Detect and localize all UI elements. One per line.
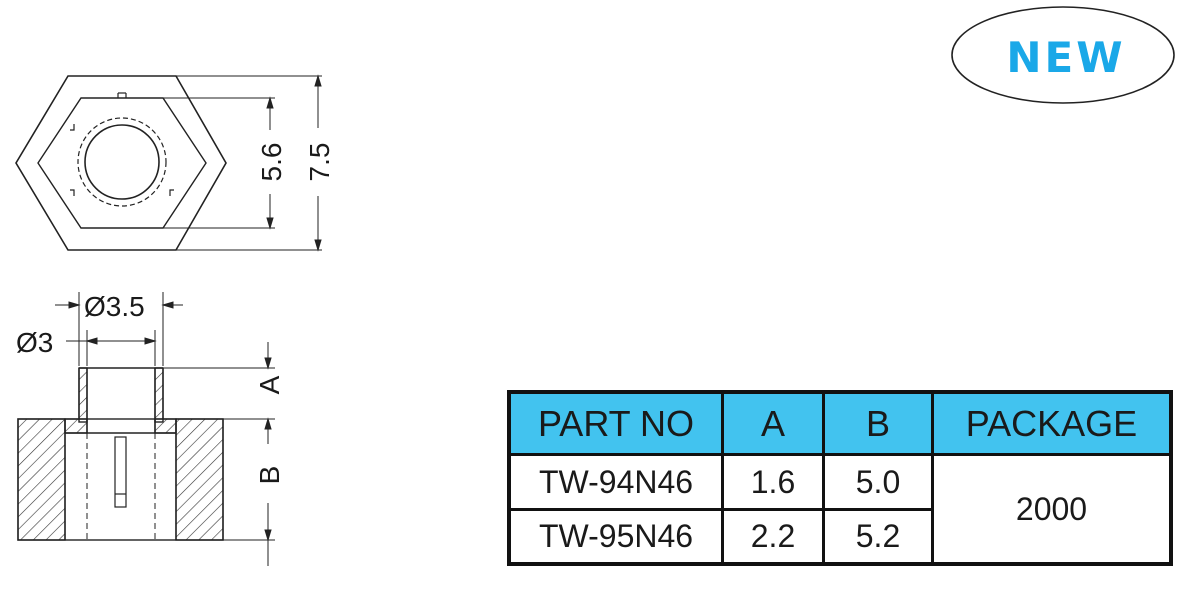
dim-across-flats: 5.6 xyxy=(256,143,287,182)
parts-table: PART NO A B PACKAGE TW-94N46 1.6 5.0 200… xyxy=(507,390,1173,566)
side-section-view xyxy=(17,367,224,541)
hex-inner xyxy=(37,97,207,229)
top-view-dimensions xyxy=(163,74,322,252)
hex-outer xyxy=(15,75,227,251)
table-header-row: PART NO A B PACKAGE xyxy=(507,390,1173,457)
bore-inner-circle xyxy=(84,124,160,200)
cell-part-no: TW-95N46 xyxy=(507,507,724,566)
dim-inner-diameter: Ø3 xyxy=(16,327,53,358)
header-part-no: PART NO xyxy=(507,390,724,457)
cell-part-no: TW-94N46 xyxy=(507,453,724,511)
table-row: TW-95N46 2.2 5.2 xyxy=(507,507,1171,566)
cell-a: 2.2 xyxy=(721,507,825,566)
cell-b: 5.0 xyxy=(822,453,934,511)
header-b: B xyxy=(822,390,934,457)
cell-package: 2000 xyxy=(931,453,1173,566)
dim-across-corners: 7.5 xyxy=(304,143,335,182)
dim-outer-diameter: Ø3.5 xyxy=(84,291,145,322)
header-package: PACKAGE xyxy=(931,390,1173,457)
new-badge-text: NEW xyxy=(1006,33,1125,82)
side-view-dimensions xyxy=(55,292,275,566)
table-row: TW-94N46 1.6 5.0 2000 xyxy=(507,453,1173,566)
cell-a: 1.6 xyxy=(721,453,825,511)
dim-a-label: A xyxy=(254,375,285,394)
top-view xyxy=(15,75,227,251)
bore-outer-circle xyxy=(77,117,167,207)
dim-b-label: B xyxy=(254,466,285,485)
header-a: A xyxy=(721,390,825,457)
new-badge: NEW xyxy=(951,6,1175,104)
cell-b: 5.2 xyxy=(822,507,934,566)
